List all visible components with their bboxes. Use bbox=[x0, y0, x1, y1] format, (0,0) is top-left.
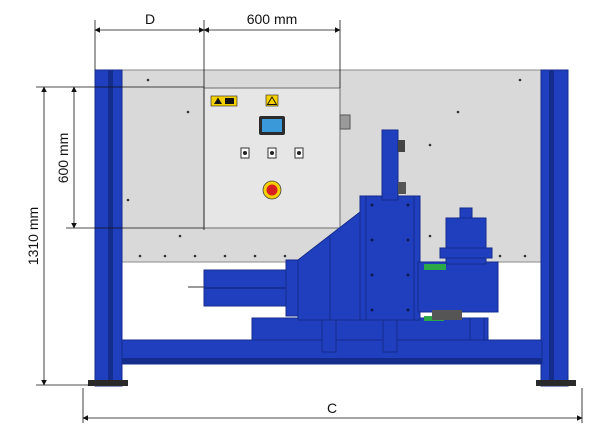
emergency-stop-icon bbox=[262, 180, 282, 200]
right-gearbox bbox=[417, 261, 499, 313]
dimension-top-600-label: 600 mm bbox=[247, 11, 298, 27]
frame-post-right bbox=[540, 69, 569, 387]
dimension-left-600-label: 600 mm bbox=[55, 133, 71, 184]
hmi-screen-icon bbox=[259, 116, 285, 135]
dimension-lines bbox=[36, 20, 583, 423]
actuator-sensor bbox=[398, 182, 406, 194]
base-leg-3 bbox=[469, 317, 485, 341]
dimension-height-1310-label: 1310 mm bbox=[25, 207, 41, 265]
warning-triangle-icon bbox=[265, 94, 279, 107]
base-leg-1 bbox=[321, 317, 337, 353]
frame-bottom-beam-shade bbox=[122, 358, 542, 364]
frame-foot-left bbox=[88, 380, 128, 386]
main-column bbox=[359, 195, 421, 321]
column-bolts bbox=[370, 203, 410, 312]
dimension-c-label: C bbox=[327, 400, 337, 416]
base-leg-2 bbox=[382, 317, 398, 353]
right-motor-cap bbox=[459, 207, 473, 219]
dimension-d-label: D bbox=[145, 11, 155, 27]
frame-foot-right bbox=[536, 380, 576, 386]
vertical-actuator bbox=[381, 129, 399, 201]
cabinet-hinge bbox=[339, 114, 351, 130]
green-label bbox=[424, 264, 446, 270]
right-motor-band bbox=[439, 247, 493, 259]
warning-sign-left bbox=[210, 95, 238, 107]
machine-base bbox=[251, 317, 489, 341]
frame-post-right-inner bbox=[549, 70, 554, 386]
right-roller bbox=[432, 310, 462, 320]
selector-switches bbox=[240, 147, 304, 159]
actuator-bracket bbox=[398, 140, 405, 152]
